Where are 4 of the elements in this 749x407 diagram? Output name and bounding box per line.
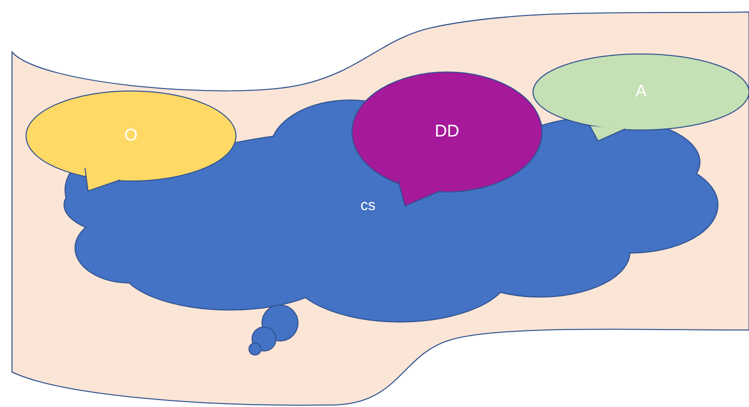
node-label: A (635, 82, 647, 102)
node-label: O (124, 126, 138, 146)
node-label: cs (360, 198, 376, 214)
node-label: DD (434, 122, 460, 142)
